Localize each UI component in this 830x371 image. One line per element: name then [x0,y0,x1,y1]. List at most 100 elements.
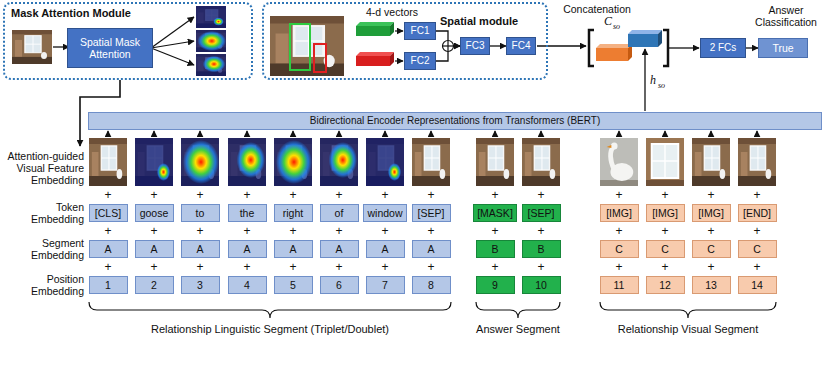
box-text: Bidirectional Encoder Representations fr… [310,115,600,127]
block-box: 13 [692,276,731,294]
box-text: window [367,207,402,219]
brace [476,302,560,318]
thumbnail [274,138,312,186]
box-text: to [196,207,205,219]
module-heading: Mask Attention Module [11,7,131,20]
box-text: the [240,207,255,219]
block-box: 10 [522,276,561,294]
annotation-label: Answer Classification [746,4,826,28]
plus-sign: + [657,189,673,201]
block-box: 7 [366,276,405,294]
block-box: 9 [476,276,515,294]
input-image [270,16,344,76]
annotation-label: Concatenation [552,3,642,15]
thumbnail [476,138,514,186]
plus-sign: + [192,261,208,273]
box-text: 9 [492,279,498,291]
box-text: [IMG] [606,207,632,219]
plus-sign: + [331,225,347,237]
plus-sign: + [285,225,301,237]
box-text: 1 [105,279,111,291]
plus-sign: + [749,189,765,201]
plus-sign: + [192,189,208,201]
block-box: A [181,240,220,258]
annotation-label: Attention-guided Visual Feature Embeddin… [2,150,84,186]
box-text: [IMG] [698,207,724,219]
vector-bar [390,52,394,66]
block-box: 8 [412,276,451,294]
thumbnail [89,138,127,186]
box-text: B [537,243,544,255]
plus-sign: + [611,225,627,237]
plus-sign: + [239,189,255,201]
thumbnail [692,138,730,186]
block-box: [CLS] [89,204,128,222]
box-text: A [196,243,203,255]
plus-sign: + [703,189,719,201]
box-text: 6 [336,279,342,291]
annotation-label: Segment Embedding [22,237,84,261]
box-text: Spatial Mask Attention [68,36,152,60]
plus-sign: + [377,225,393,237]
block-box: 6 [320,276,359,294]
vector-bar [628,34,658,47]
plus-sign: + [611,261,627,273]
block-box: [IMG] [600,204,639,222]
box-text: A [104,243,111,255]
box-text: C [753,243,761,255]
block-box: A [274,240,313,258]
plus-sign: + [423,189,439,201]
plus-sign: + [285,189,301,201]
block-box: 2 [135,276,174,294]
attention-map [196,30,226,52]
block-box: 4 [228,276,267,294]
annotation-label: Position Embedding [22,273,84,297]
box-text: A [335,243,342,255]
block-box: 3 [181,276,220,294]
box-text: 3 [197,279,203,291]
arrow [669,47,699,48]
brace [600,302,776,318]
input-image [12,30,52,64]
block-box: A [228,240,267,258]
plus-sign: + [533,225,549,237]
plus-sign: + [487,261,503,273]
block-box: [END] [738,204,777,222]
object-box [314,44,326,72]
block-box: C [738,240,777,258]
box-text: FC2 [411,55,430,67]
block-box: 12 [646,276,685,294]
plus-sign: + [749,261,765,273]
plus-sign: + [331,189,347,201]
arrow [151,41,194,48]
thumbnail [646,138,684,186]
up-arrows [108,131,757,137]
box-text: 4 [244,279,250,291]
arrow [151,48,194,65]
plus-sign: + [533,261,549,273]
annotation-label: Relationship Visual Segment [600,323,776,336]
box-text: A [150,243,157,255]
box-text: B [491,243,498,255]
plus-sign: + [423,225,439,237]
plus-sign: + [285,261,301,273]
vector-bar [390,22,394,36]
block-box: C [600,240,639,258]
vector-bar [356,22,394,26]
box-text: right [283,207,303,219]
block-box: C [646,240,685,258]
block-box: B [522,240,561,258]
plus-sign: + [146,261,162,273]
arrow [151,17,194,48]
box-text: [SEP] [528,207,555,219]
thumbnail [366,138,404,186]
box-text: C [707,243,715,255]
block-box: window [363,204,407,222]
block-box: FC2 [404,52,436,70]
block-box: 11 [600,276,639,294]
bracket [663,30,668,66]
box-text: True [772,42,793,54]
block-box: to [181,204,220,222]
